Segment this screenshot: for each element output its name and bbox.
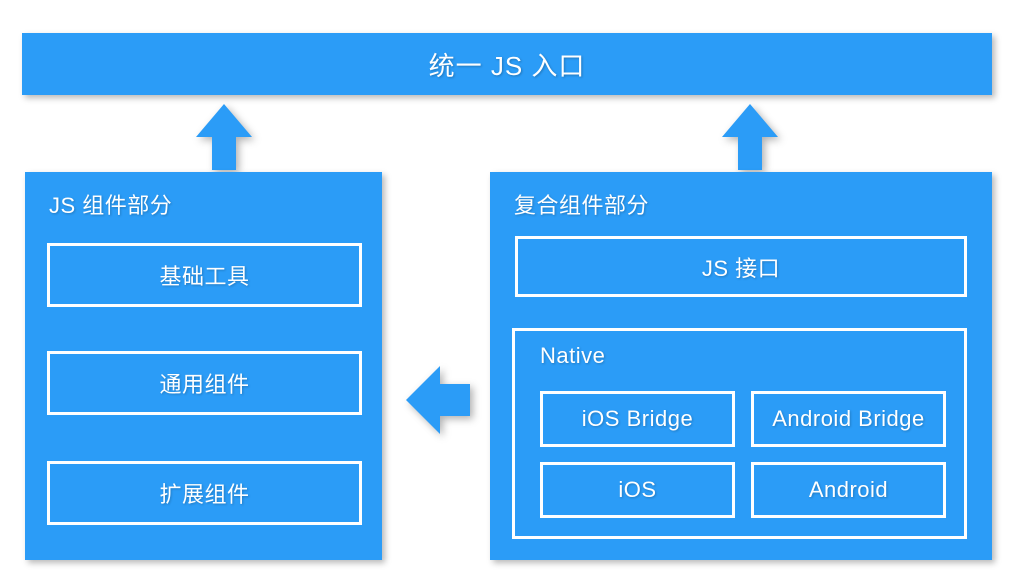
- composite-component-panel-title: 复合组件部分: [514, 193, 650, 218]
- arrow-left-icon: [406, 366, 470, 434]
- arrow-up-left-icon: [196, 104, 252, 170]
- box-extension-components: 扩展组件: [47, 461, 362, 525]
- box-base-tools-label: 基础工具: [159, 264, 250, 289]
- box-js-interface-label: JS 接口: [701, 255, 781, 281]
- box-base-tools: 基础工具: [47, 243, 362, 307]
- box-android-label: Android: [808, 477, 889, 502]
- box-ios: iOS: [540, 462, 735, 518]
- box-common-components-label: 通用组件: [159, 372, 250, 397]
- box-native-title: Native: [540, 343, 606, 368]
- box-native: Native iOS Bridge Android Bridge iOS And…: [512, 328, 967, 539]
- box-android-bridge: Android Bridge: [751, 391, 946, 447]
- unified-js-entry-banner: 统一 JS 入口: [22, 33, 992, 95]
- js-component-panel-title: JS 组件部分: [49, 193, 173, 218]
- box-android: Android: [751, 462, 946, 518]
- box-common-components: 通用组件: [47, 351, 362, 415]
- box-ios-bridge-label: iOS Bridge: [581, 406, 694, 431]
- box-js-interface: JS 接口: [515, 236, 967, 297]
- js-component-panel: JS 组件部分 基础工具 通用组件 扩展组件: [25, 172, 382, 560]
- composite-component-panel: 复合组件部分 JS 接口 Native iOS Bridge Android B…: [490, 172, 992, 560]
- box-extension-components-label: 扩展组件: [159, 482, 250, 507]
- box-ios-bridge: iOS Bridge: [540, 391, 735, 447]
- arrow-up-right-icon: [722, 104, 778, 170]
- box-ios-label: iOS: [618, 477, 657, 502]
- banner-label: 统一 JS 入口: [428, 50, 586, 81]
- box-android-bridge-label: Android Bridge: [772, 406, 925, 431]
